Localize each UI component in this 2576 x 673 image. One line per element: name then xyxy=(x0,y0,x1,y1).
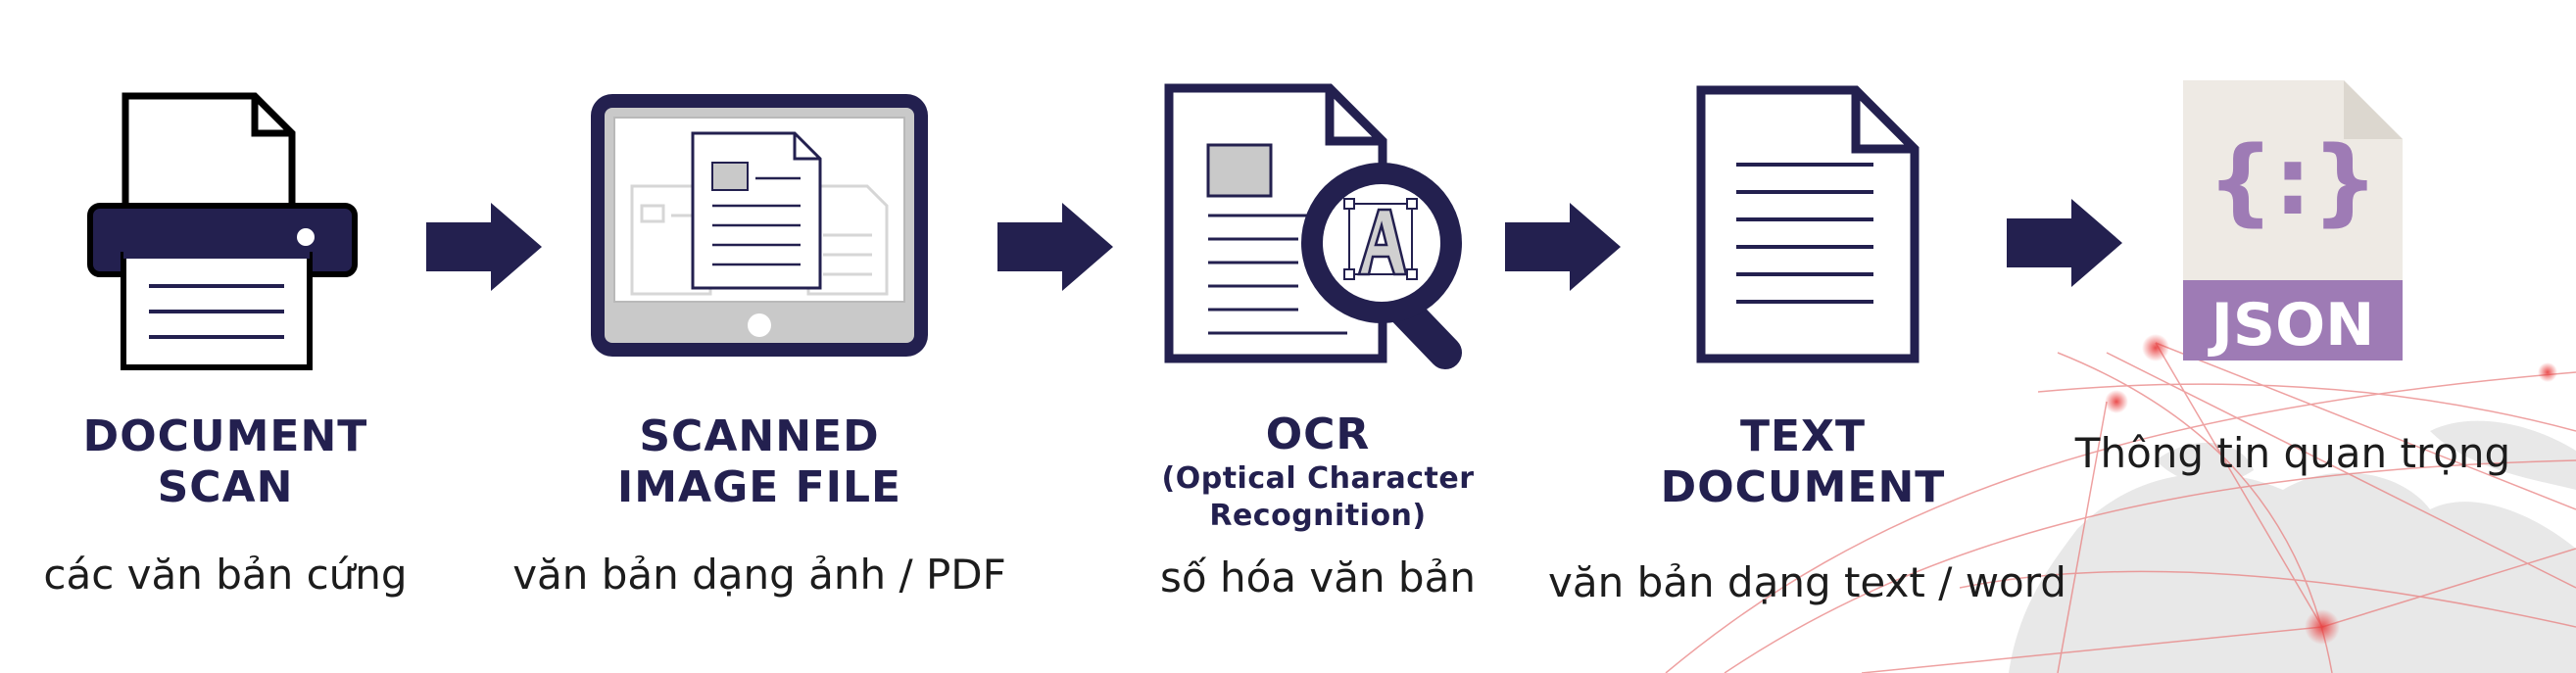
stage-scanned-image-file: SCANNED IMAGE FILE văn bản dạng ảnh / PD… xyxy=(512,0,1006,673)
json-label: JSON xyxy=(2208,291,2375,360)
stage-caption: các văn bản cứng xyxy=(43,551,408,599)
printer-icon xyxy=(87,92,358,370)
arrow-right-icon xyxy=(1505,203,1621,291)
stage-caption: văn bản dạng ảnh / PDF xyxy=(512,551,1006,599)
json-symbol-icon: {:} xyxy=(2207,126,2378,236)
stage-title-main: OCR xyxy=(1265,409,1371,459)
stage-ocr: OCR (Optical Character Recognition) số h… xyxy=(1102,0,1533,673)
document-magnifier-icon xyxy=(1164,83,1462,369)
arrow-right-icon xyxy=(426,203,542,291)
text-document-icon xyxy=(1696,85,1920,363)
stage-caption: số hóa văn bản xyxy=(1160,553,1476,601)
stage-title: OCR (Optical Character Recognition) xyxy=(1102,409,1533,535)
stage-caption: Thông tin quan trọng xyxy=(2074,429,2511,477)
stage-title: DOCUMENT SCAN xyxy=(82,411,368,512)
stage-caption: văn bản dạng text / word xyxy=(1548,558,2066,606)
json-file-icon: {:} JSON xyxy=(2183,80,2403,361)
arrow-right-icon xyxy=(2007,199,2122,287)
stage-title: TEXT DOCUMENT xyxy=(1660,411,1946,512)
arrow-right-icon xyxy=(997,203,1113,291)
stage-document-scan: DOCUMENT SCAN các văn bản cứng xyxy=(10,0,441,673)
stage-text-document: TEXT DOCUMENT văn bản dạng text / word xyxy=(1548,0,2066,673)
stage-title: SCANNED IMAGE FILE xyxy=(616,411,902,512)
stage-json: {:} JSON Thông tin quan trọng xyxy=(2075,0,2510,673)
stage-subtitle: (Optical Character Recognition) xyxy=(1161,461,1475,533)
tablet-document-icon xyxy=(591,94,928,357)
